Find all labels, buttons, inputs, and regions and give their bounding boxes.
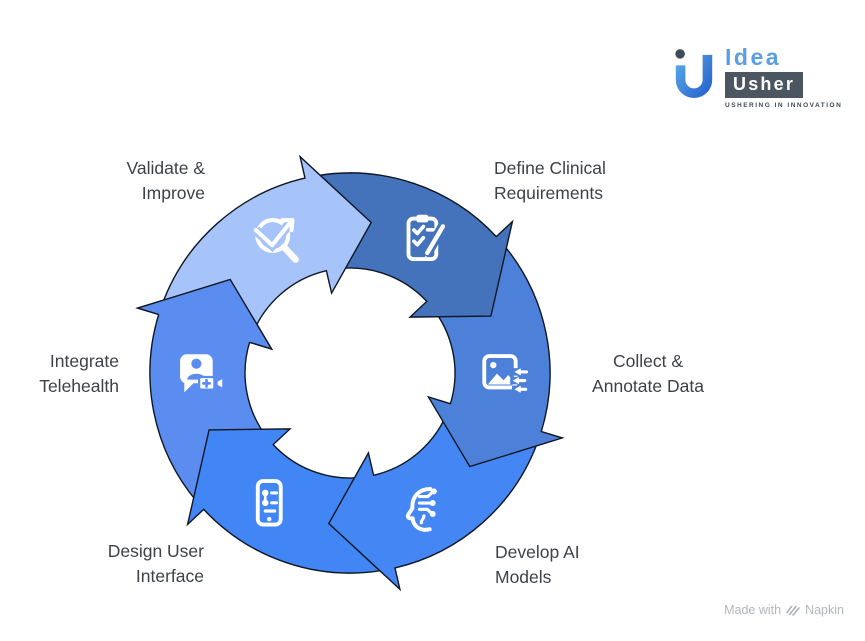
label-develop-ai-models: Develop AI Models [495,540,580,589]
napkin-brand-text: Napkin [805,603,844,617]
image-annotate-icon [482,354,529,394]
label-line: Models [495,566,552,587]
logo-tagline: USHERING IN INNOVATION [725,102,843,109]
search-trend-icon [252,217,299,263]
label-line: Validate & [126,158,205,178]
clipboard-check-icon [406,214,448,261]
napkin-icon [786,605,800,616]
segment-integrate-telehealth-head [137,279,272,349]
label-line: Requirements [494,182,603,203]
label-line: Integrate [49,351,119,371]
logo-brand-bottom: Usher [725,72,804,98]
label-line: Telehealth [39,375,119,396]
label-line: Annotate Data [592,375,704,396]
idea-usher-logo: Idea Usher USHERING IN INNOVATION [671,44,842,109]
label-validate-improve: Validate & Improve [127,156,205,205]
logo-text: Idea Usher USHERING IN INNOVATION [725,44,842,109]
label-line: Develop AI [495,542,580,562]
label-line: Interface [135,565,204,586]
idea-usher-logo-mark-icon [675,49,713,98]
made-with-napkin-badge: Made with Napkin [724,603,844,617]
made-with-text: Made with [724,603,782,617]
video-chat-medical-icon [180,354,225,393]
segment-integrate-telehealth-head-outline [135,278,274,351]
label-line: Design User [107,541,204,561]
label-line: Improve [141,182,205,203]
segment-define-clinical-requirements [314,172,514,318]
label-line: Collect & [612,351,684,371]
segment-design-user-interface [186,428,386,574]
logo-brand-top: Idea [725,44,782,70]
label-line: Define Clinical [494,158,606,178]
ai-head-icon [405,487,437,532]
label-collect-annotate-data: Collect & Annotate Data [592,349,704,398]
phone-ui-icon [255,479,283,527]
